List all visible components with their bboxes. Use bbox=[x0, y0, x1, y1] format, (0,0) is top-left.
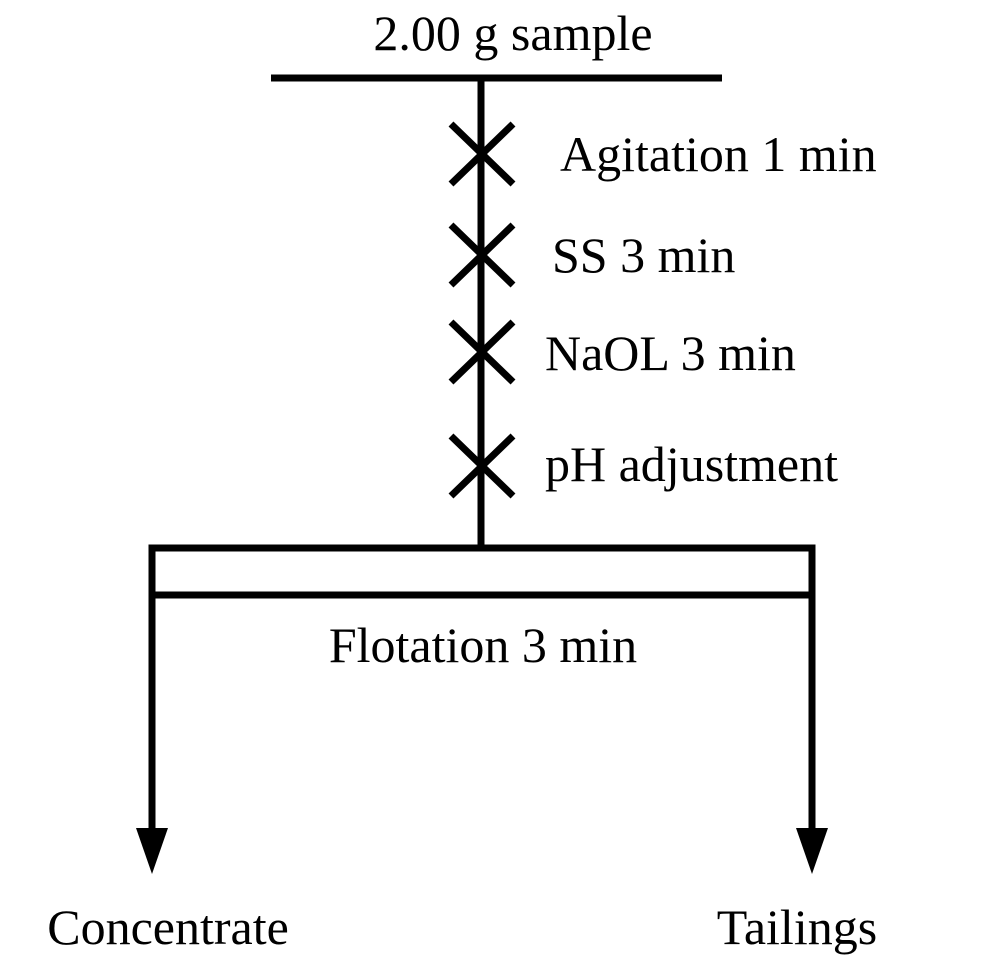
step-marker-ph-icon bbox=[448, 433, 516, 499]
sample-label: 2.00 g sample bbox=[373, 5, 652, 61]
tailings-arrowhead-icon bbox=[796, 828, 828, 874]
step-marker-naol-icon bbox=[448, 319, 516, 385]
flotation-label: Flotation 3 min bbox=[329, 617, 637, 673]
concentrate-arrowhead-icon bbox=[136, 828, 168, 874]
step-marker-agitation-icon bbox=[448, 121, 516, 187]
flotation-cell-box bbox=[148, 544, 816, 599]
concentrate-label: Concentrate bbox=[47, 899, 289, 955]
step-label-ss: SS 3 min bbox=[552, 227, 735, 283]
step-marker-ss-icon bbox=[448, 222, 516, 288]
step-label-naol: NaOL 3 min bbox=[545, 325, 796, 381]
tailings-label: Tailings bbox=[717, 899, 877, 955]
step-label-agitation: Agitation 1 min bbox=[560, 126, 877, 182]
step-label-ph: pH adjustment bbox=[545, 436, 838, 492]
